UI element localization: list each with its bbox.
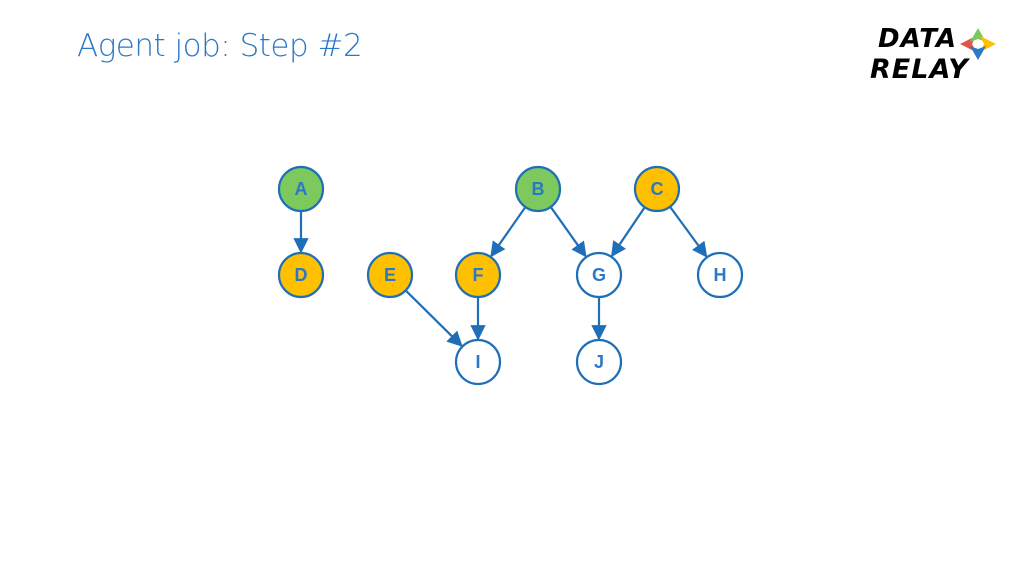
edge-e-to-i [404,289,463,347]
node-d: D [277,251,325,299]
node-circle-g [575,251,623,299]
node-circle-j [575,338,623,386]
node-label-h: H [714,265,727,285]
edge-b-to-f [490,206,527,258]
node-label-g: G [592,265,606,285]
node-circle-b [514,165,562,213]
node-label-f: F [473,265,484,285]
node-f: F [454,251,502,299]
node-label-d: D [295,265,308,285]
node-b: B [514,165,562,213]
logo-text-line2: RELAY [870,54,969,85]
node-label-a: A [295,179,308,199]
node-label-c: C [651,179,664,199]
node-circle-f [454,251,502,299]
node-circle-h [696,251,744,299]
node-c: C [633,165,681,213]
node-circle-c [633,165,681,213]
node-g: G [575,251,623,299]
edge-c-to-h [669,206,708,258]
node-j: J [575,338,623,386]
node-circle-i [454,338,502,386]
edge-b-to-g [549,206,587,258]
edges-layer [293,206,708,347]
node-circle-a [277,165,325,213]
nodes-layer: A B C D E F G H I J [277,165,744,386]
node-circle-e [366,251,414,299]
node-label-j: J [594,352,604,372]
node-a: A [277,165,325,213]
node-label-e: E [384,265,396,285]
slide-title: Agent job: Step #2 [77,28,363,64]
node-e: E [366,251,414,299]
relay-arrows-icon [960,28,996,60]
node-h: H [696,251,744,299]
data-relay-logo: DATA RELAY [868,24,1004,88]
node-label-b: B [532,179,545,199]
node-i: I [454,338,502,386]
node-circle-d [277,251,325,299]
node-label-i: I [475,352,480,372]
edge-c-to-g [610,206,646,258]
logo-text-line1: DATA [878,24,958,54]
